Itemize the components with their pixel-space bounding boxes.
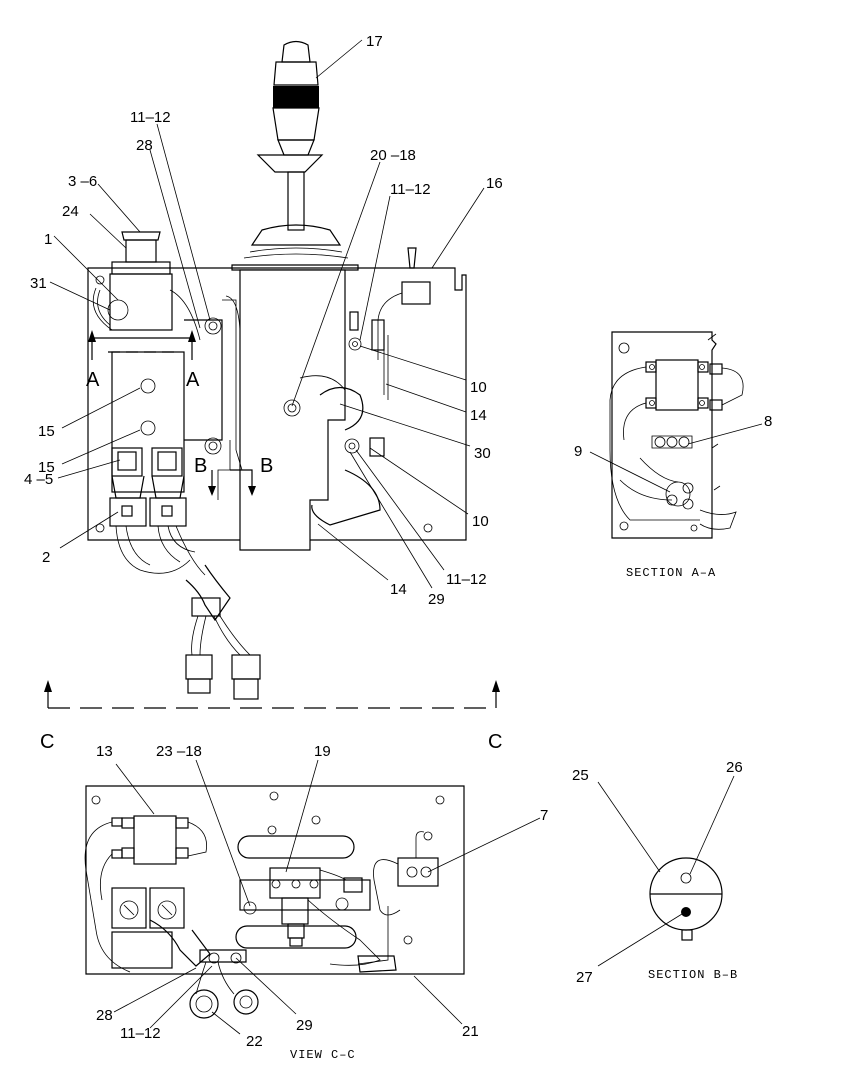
section-a-a [609,331,744,539]
callout-8: 8 [764,413,772,430]
callout-15-b: 15 [38,459,55,476]
callout-13: 13 [96,743,113,760]
callout-31: 31 [30,275,47,292]
callout-1: 1 [44,231,52,248]
leader-lines-c-c [113,759,541,1035]
callout-26: 26 [726,759,743,776]
callout-9: 9 [574,443,582,460]
section-b-right-label: B [260,455,273,477]
callout-17: 17 [366,33,383,50]
caption-section-a-a: SECTION A–A [626,566,716,580]
caption-section-b-b: SECTION B–B [648,968,738,982]
section-b-b [649,857,723,941]
relay-pair [109,447,206,576]
callout-7: 7 [540,807,548,824]
view-c-c [84,785,465,1019]
callouts-c-c: 13 23 –18 19 7 28 11–12 22 29 21 [96,743,548,1050]
callout-16: 16 [486,175,503,192]
leader-lines-b-b [597,775,735,967]
callout-27: 27 [576,969,593,986]
callout-11-12-c: 11–12 [446,571,487,588]
callout-15-a: 15 [38,423,55,440]
callout-11-12-d: 11–12 [120,1025,161,1042]
callout-28-a: 28 [136,137,153,154]
view-c-right-label: C [488,731,502,753]
callout-11-12-a: 11–12 [130,109,171,126]
callout-22: 22 [246,1033,263,1050]
callout-20-18: 20 –18 [370,147,416,164]
callout-4-5: 4 –5 [24,471,53,488]
view-c-line: C C [40,680,502,753]
section-a-right-label: A [186,369,200,391]
leader-lines-a-a [589,423,763,493]
section-a-arrows: A A [86,330,200,391]
section-a-left-label: A [86,369,100,391]
joystick-handle [231,40,359,271]
main-assembly [87,40,467,700]
section-b-arrows: B B [194,455,273,496]
callouts-main: 17 11–12 28 20 –18 11–12 16 3 –6 24 1 31… [24,33,503,608]
callout-29-a: 29 [428,591,445,608]
callout-14-a: 14 [470,407,487,424]
callout-29-b: 29 [296,1017,313,1034]
callout-11-12-b: 11–12 [390,181,431,198]
caption-view-c-c: VIEW C–C [290,1048,356,1062]
callout-23-18: 23 –18 [156,743,202,760]
callout-2: 2 [42,549,50,566]
section-b-left-label: B [194,455,207,477]
callout-3-6: 3 –6 [68,173,97,190]
callout-21: 21 [462,1023,479,1040]
callout-14-b: 14 [390,581,407,598]
callout-30: 30 [474,445,491,462]
callout-25: 25 [572,767,589,784]
callout-19: 19 [314,743,331,760]
callout-10-a: 10 [470,379,487,396]
callout-10-b: 10 [472,513,489,530]
leader-lines-main [49,39,485,589]
callout-24: 24 [62,203,79,220]
callout-28-b: 28 [96,1007,113,1024]
view-c-left-label: C [40,731,54,753]
